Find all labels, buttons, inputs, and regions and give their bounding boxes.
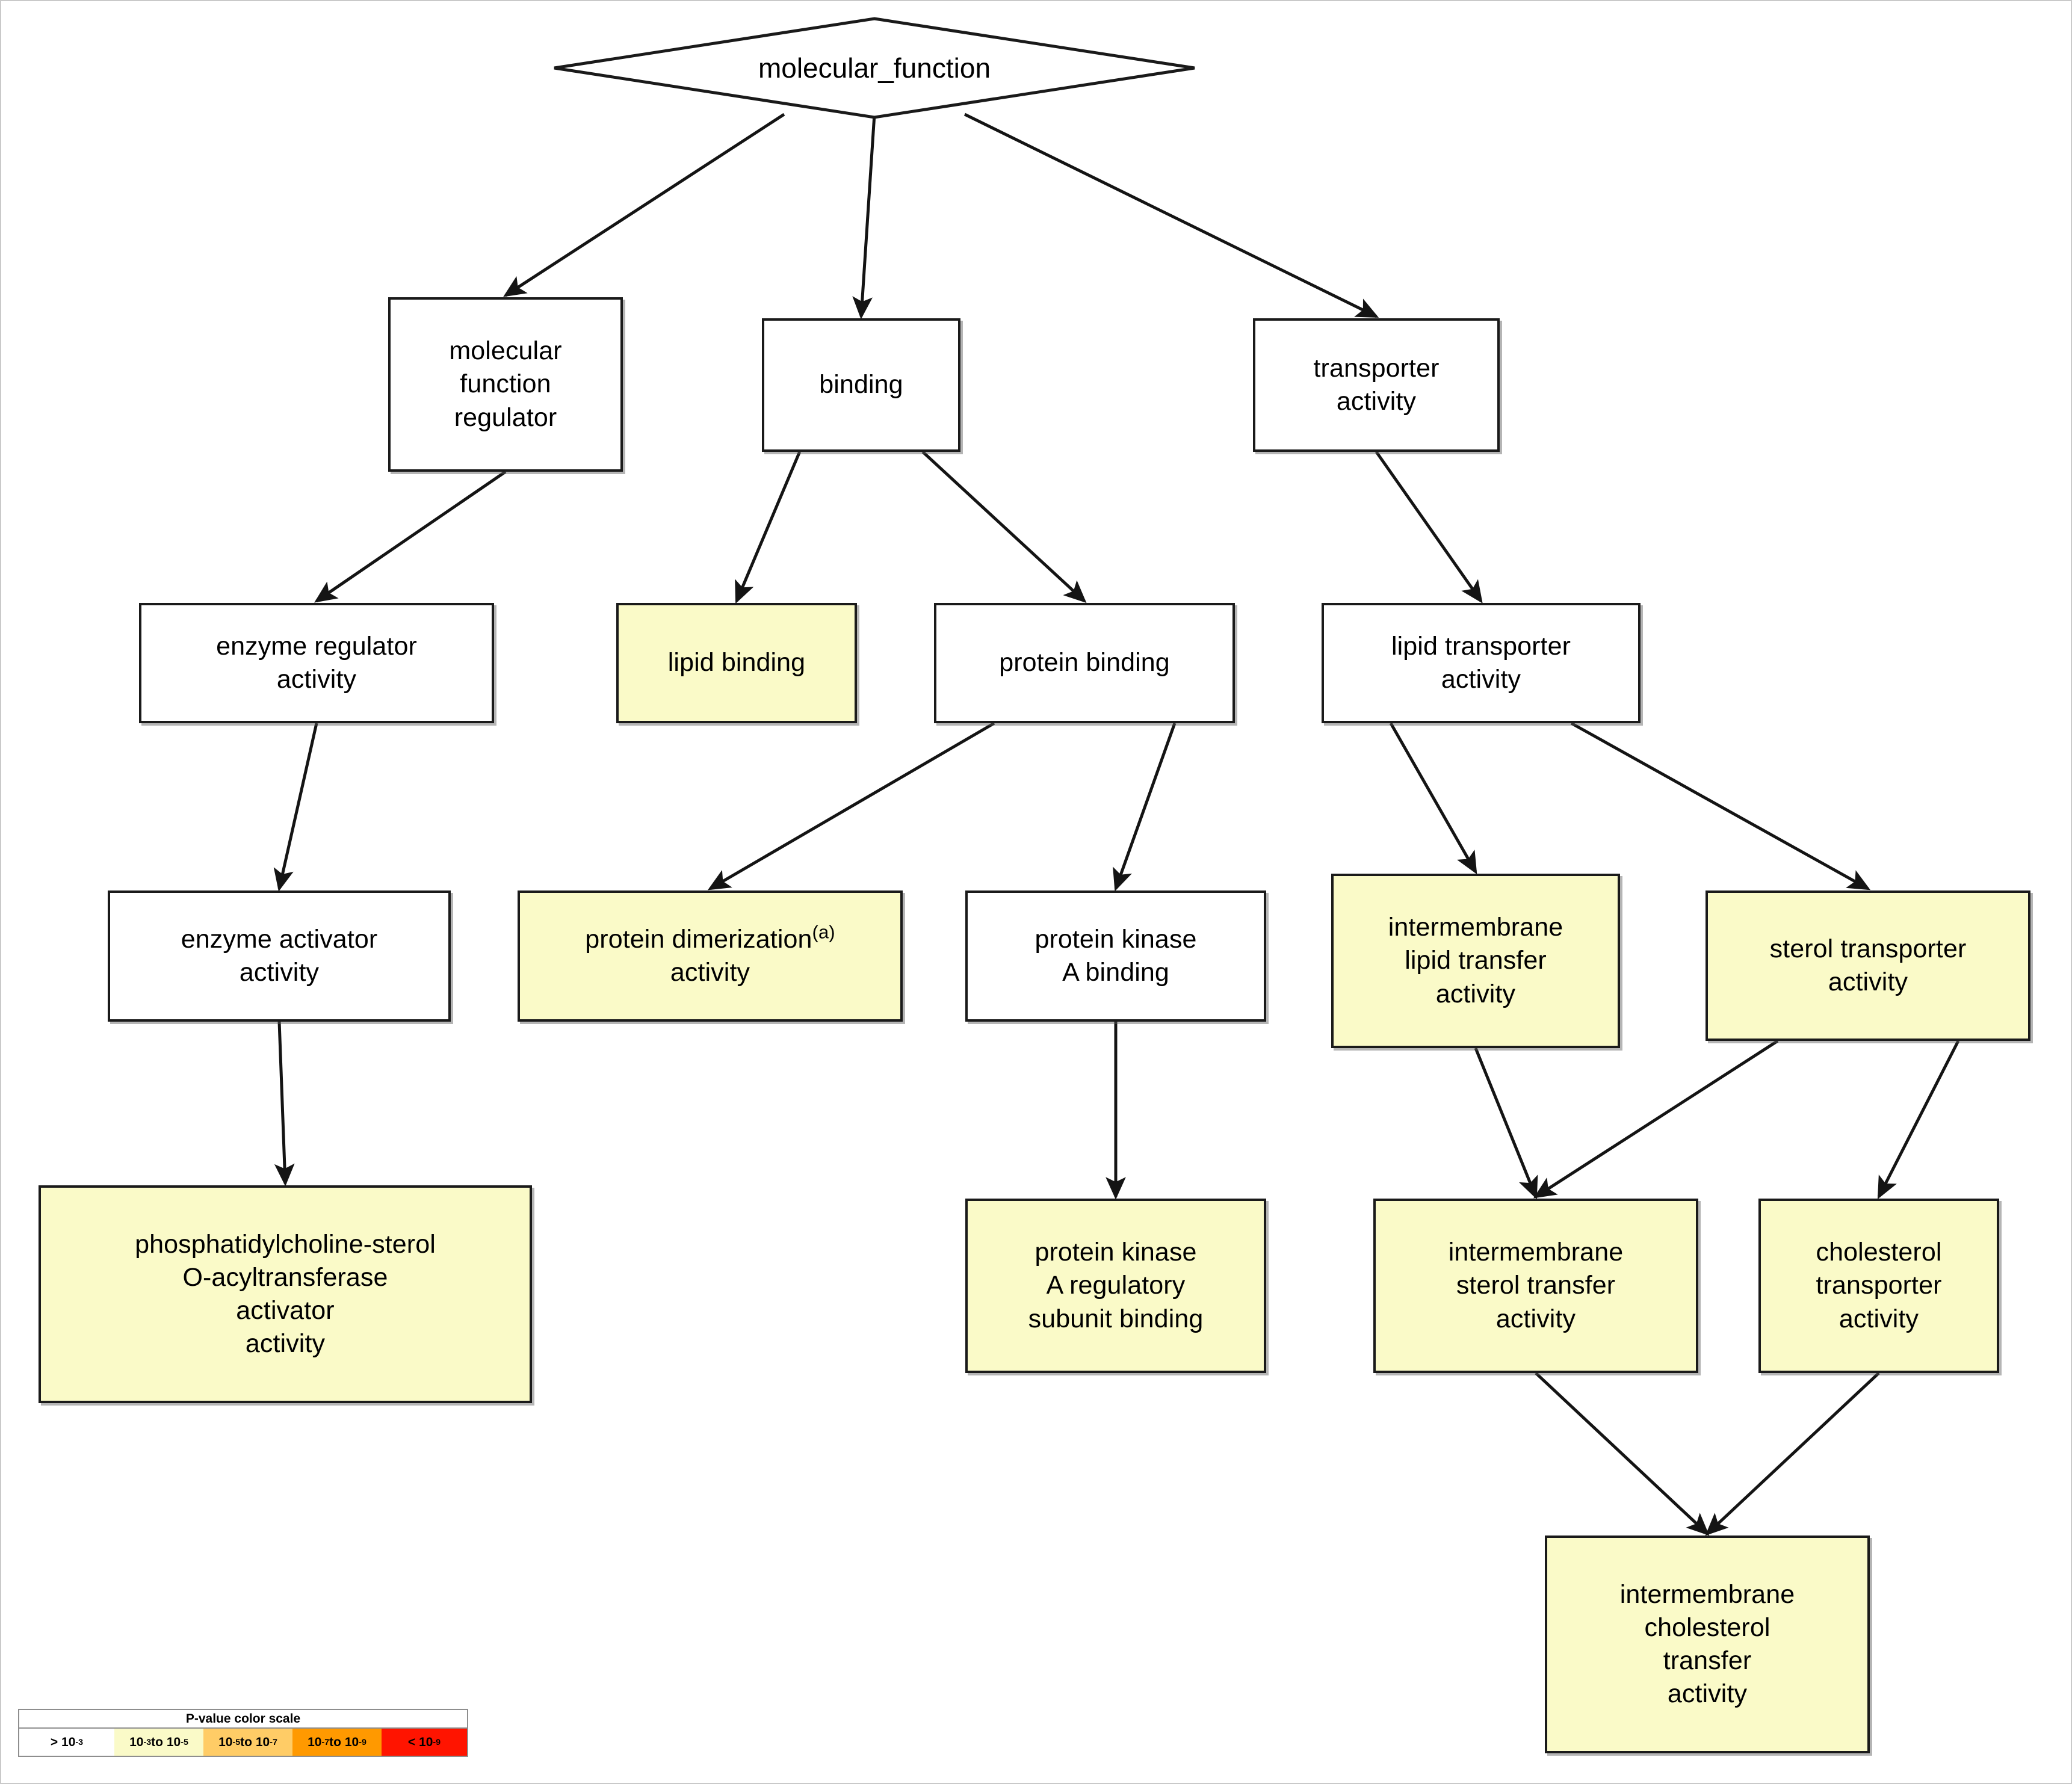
go-node-lipid_transporter_activity[interactable]: lipid transporter activity (1322, 603, 1641, 723)
go-node-label-line: activity (245, 1329, 326, 1359)
go-node-label-line: A binding (1062, 958, 1169, 987)
go-node-label-line: O-acyltransferase (182, 1262, 388, 1292)
diamond-shape (554, 17, 1195, 119)
go-node-intermembrane_cholesterol_transfer_activity[interactable]: intermembrane cholesterol transfer activity (1545, 1536, 1870, 1753)
go-node-label-line: lipid transfer (1405, 946, 1547, 975)
go-node-label-line: molecular (449, 336, 562, 366)
legend-cell-1: 10-3 to 10-5 (114, 1729, 203, 1756)
go-node-label-line: transfer (1663, 1646, 1752, 1675)
go-node-label-line: cholesterol (1644, 1613, 1770, 1642)
edge-sterol_transporter_activity-to-cholesterol_transporter_activity (1877, 1040, 1960, 1200)
go-node-protein_kinase_a_binding[interactable]: protein kinase A binding (965, 890, 1266, 1022)
go-node-label-line: sterol transfer (1456, 1271, 1616, 1300)
edge-enzyme_activator_activity-to-phosphatidylcholine_sterol_o_acyltransferase_activator_activity (274, 1021, 295, 1187)
go-node-protein_binding[interactable]: protein binding (934, 603, 1235, 723)
go-node-label-line: enzyme regulator (216, 631, 417, 661)
edge-protein_binding-to-protein_dimerization_activity (707, 721, 995, 890)
edge-intermembrane_sterol_transfer_activity-to-intermembrane_cholesterol_transfer_activity (1535, 1372, 1710, 1536)
go-node-sterol_transporter_activity[interactable]: sterol transporter activity (1706, 890, 2030, 1041)
go-node-label-line: intermembrane (1388, 913, 1563, 942)
go-node-label-line: A regulatory (1046, 1271, 1186, 1300)
go-node-label-line: activity (1435, 979, 1516, 1008)
go-node-label-line: transporter (1313, 353, 1440, 383)
go-node-label-line: protein kinase (1034, 1238, 1197, 1267)
go-node-enzyme_regulator_activity[interactable]: enzyme regulator activity (139, 603, 494, 723)
edge-lipid_transporter_activity-to-intermembrane_lipid_transfer_activity (1389, 722, 1477, 875)
go-node-protein_dimerization_activity[interactable]: protein dimerization(a) activity (518, 890, 903, 1022)
go-node-label-line: activity (670, 958, 750, 987)
go-node-label-line: activity (1828, 968, 1908, 996)
edge-protein_binding-to-protein_kinase_a_binding (1113, 723, 1177, 892)
legend-title: P-value color scale (19, 1710, 467, 1729)
edge-cholesterol_transporter_activity-to-intermembrane_cholesterol_transfer_activity (1705, 1372, 1880, 1536)
go-node-label-line: protein kinase (1034, 924, 1197, 954)
go-node-label-line: subunit binding (1028, 1304, 1204, 1333)
go-node-label-line: enzyme activator (181, 924, 378, 954)
go-node-label-line: intermembrane (1448, 1238, 1624, 1267)
go-node-label-line: activity (276, 665, 357, 694)
go-node-label-line: binding (819, 370, 903, 400)
go-node-lipid_binding[interactable]: lipid binding (616, 603, 857, 723)
go-node-label-line: regulator (454, 403, 557, 432)
go-node-label-line: lipid transporter (1391, 631, 1571, 661)
go-node-intermembrane_lipid_transfer_activity[interactable]: intermembrane lipid transfer activity (1331, 874, 1620, 1048)
go-node-label-line: sterol transporter (1769, 934, 1967, 963)
go-node-label-line: function (460, 369, 551, 399)
go-node-label-line: activator (236, 1296, 335, 1325)
edge-molecular_function-to-binding (852, 114, 876, 319)
go-node-label-line: protein binding (999, 648, 1170, 677)
go-node-label-line: activity (1667, 1679, 1748, 1709)
legend-cell-0: > 10-3 (19, 1729, 114, 1756)
edge-binding-to-protein_binding (921, 451, 1087, 603)
go-node-label-line: activity (239, 958, 320, 987)
go-node-label-line: activity (1839, 1304, 1919, 1333)
go-node-enzyme_activator_activity[interactable]: enzyme activator activity (108, 890, 451, 1022)
go-node-protein_kinase_a_regulatory_subunit_binding[interactable]: protein kinase A regulatory subunit bindin… (965, 1199, 1266, 1373)
go-node-label-line: activity (1336, 387, 1417, 416)
go-node-transporter_activity[interactable]: transporter activity (1253, 318, 1500, 452)
go-node-label-line: lipid binding (667, 648, 806, 677)
go-node-label: molecular_function (758, 52, 991, 84)
edge-enzyme_regulator_activity-to-enzyme_activator_activity (273, 723, 318, 892)
go-node-label-line: phosphatidylcholine-sterol (135, 1229, 436, 1259)
go-node-label-line: intermembrane (1619, 1579, 1795, 1609)
edge-lipid_transporter_activity-to-sterol_transporter_activity (1570, 721, 1871, 890)
go-node-label-line: activity (1495, 1304, 1576, 1333)
edge-molecular_function_regulator-to-enzyme_regulator_activity (314, 470, 507, 603)
edge-transporter_activity-to-lipid_transporter_activity (1375, 451, 1483, 603)
go-node-label-line: protein dimerization(a) (585, 921, 835, 954)
edge-intermembrane_lipid_transfer_activity-to-intermembrane_sterol_transfer_activity (1474, 1048, 1538, 1200)
edge-binding-to-lipid_binding (735, 451, 802, 604)
go-node-binding[interactable]: binding (762, 318, 960, 452)
edge-sterol_transporter_activity-to-intermembrane_sterol_transfer_activity (1533, 1039, 1779, 1199)
legend-cell-3: 10-7 to 10-9 (292, 1729, 382, 1756)
go-node-label-line: transporter (1816, 1271, 1942, 1300)
go-node-label-line: cholesterol (1816, 1238, 1942, 1267)
go-node-molecular_function[interactable]: molecular_function (552, 17, 1196, 119)
go-node-intermembrane_sterol_transfer_activity[interactable]: intermembrane sterol transfer activity (1373, 1199, 1698, 1373)
edge-molecular_function-to-transporter_activity (963, 113, 1379, 318)
go-node-label-line: activity (1441, 665, 1521, 694)
go-node-cholesterol_transporter_activity[interactable]: cholesterol transporter activity (1758, 1199, 1999, 1373)
legend-cell-2: 10-5 to 10-7 (203, 1729, 292, 1756)
edge-molecular_function-to-molecular_function_regulator (503, 113, 785, 297)
legend-cell-4: < 10-9 (382, 1729, 467, 1756)
